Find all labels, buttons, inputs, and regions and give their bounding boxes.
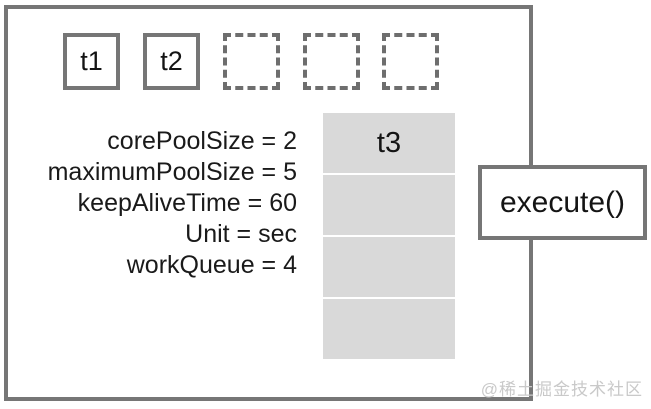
- queue-cell-2: [323, 175, 455, 235]
- empty-thread-slot-1: [223, 33, 280, 90]
- queue-cell-1-label: t3: [376, 126, 402, 159]
- param-work-queue: workQueue = 4: [126, 251, 297, 279]
- work-queue: t3: [323, 113, 455, 359]
- thread-box-t1: t1: [63, 33, 120, 90]
- execute-method-box: execute(): [478, 165, 647, 240]
- execute-method-label: execute(): [499, 185, 626, 219]
- queue-cell-1: t3: [323, 113, 455, 173]
- param-keep-alive-time: keepAliveTime = 60: [77, 189, 297, 217]
- pool-parameters: corePoolSize = 2 maximumPoolSize = 5 kee…: [18, 126, 297, 281]
- empty-thread-slot-2: [303, 33, 360, 90]
- watermark: @稀土掘金技术社区: [480, 380, 643, 399]
- param-maximum-pool-size: maximumPoolSize = 5: [47, 158, 297, 186]
- param-unit: Unit = sec: [185, 220, 297, 248]
- thread-box-t2-label: t2: [160, 46, 183, 76]
- thread-box-t1-label: t1: [80, 46, 103, 76]
- thread-box-t2: t2: [143, 33, 200, 90]
- empty-thread-slot-3: [382, 33, 439, 90]
- queue-cell-4: [323, 299, 455, 359]
- queue-cell-3: [323, 237, 455, 297]
- param-core-pool-size: corePoolSize = 2: [107, 127, 297, 155]
